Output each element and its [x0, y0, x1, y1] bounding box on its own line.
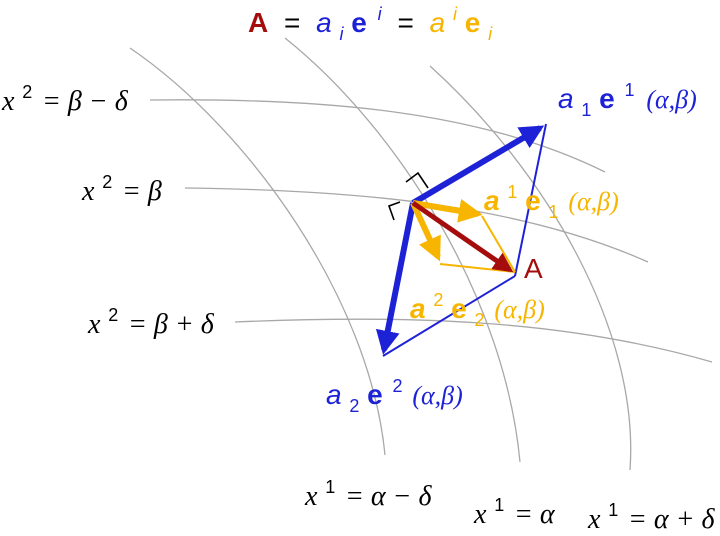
- label-x2-beta-minus-delta: x 2 = β − δ: [1, 73, 129, 117]
- title-i-up: i: [378, 4, 383, 24]
- vector-A: [411, 200, 514, 273]
- title-i-up2: i: [453, 4, 458, 24]
- covariant-parallelogram: [382, 123, 547, 357]
- title-eq1: =: [284, 7, 300, 38]
- title-equation: A = a i e i = a i e i: [248, 0, 493, 46]
- label-A2e2: a 2 e 2 (α,β): [410, 281, 545, 332]
- title-eq2: =: [397, 7, 413, 38]
- parallelogram-edge-right: [514, 123, 547, 277]
- vector-a2e2: [375, 202, 416, 355]
- parallelogram-edge-bottom: [382, 275, 516, 357]
- title-e-up: e: [351, 7, 367, 38]
- x2-labels: x 2 = β − δ x 2 = β x 2 = β + δ: [1, 73, 215, 340]
- x1-labels: x 1 = α − δ x 1 = α x 1 = α + δ: [304, 468, 716, 535]
- vector-A1e1: [412, 198, 483, 223]
- title-a-up: a: [430, 7, 446, 38]
- curve-x1-alpha-plus-delta: [429, 65, 632, 471]
- right-angle-marker-top: [405, 171, 429, 189]
- label-x2-beta: x 2 = β: [81, 163, 162, 207]
- title-a-low: a: [316, 7, 332, 38]
- label-x2-beta-plus-delta: x 2 = β + δ: [87, 296, 215, 340]
- title-i-low2: i: [488, 24, 493, 44]
- curve-x2-beta-plus-delta: [234, 318, 713, 363]
- title-i-low: i: [340, 24, 345, 44]
- vector-a1e1: [411, 125, 545, 206]
- title-A: A: [248, 7, 268, 38]
- svg-text:A = a i: A = a i e i = a i e i: [248, 0, 493, 46]
- right-angle-markers: [387, 171, 429, 221]
- title-e-low: e: [465, 7, 481, 38]
- label-a2e2: a 2 e 2 (α,β): [326, 367, 463, 418]
- vector-A2e2: [410, 201, 441, 262]
- label-A: A: [524, 253, 543, 284]
- label-x1-alpha-minus-delta: x 1 = α − δ: [304, 468, 433, 512]
- curve-x2-beta-minus-delta: [149, 99, 606, 173]
- label-a1e1: a 1 e 1 (α,β): [558, 71, 697, 122]
- right-angle-marker-left: [387, 201, 401, 221]
- label-A1e1: a 1 e 1 (α,β): [484, 173, 619, 224]
- curve-x1-alpha-minus-delta: [129, 47, 386, 456]
- label-x1-alpha-plus-delta: x 1 = α + δ: [587, 491, 716, 535]
- label-x1-alpha: x 1 = α: [473, 486, 556, 530]
